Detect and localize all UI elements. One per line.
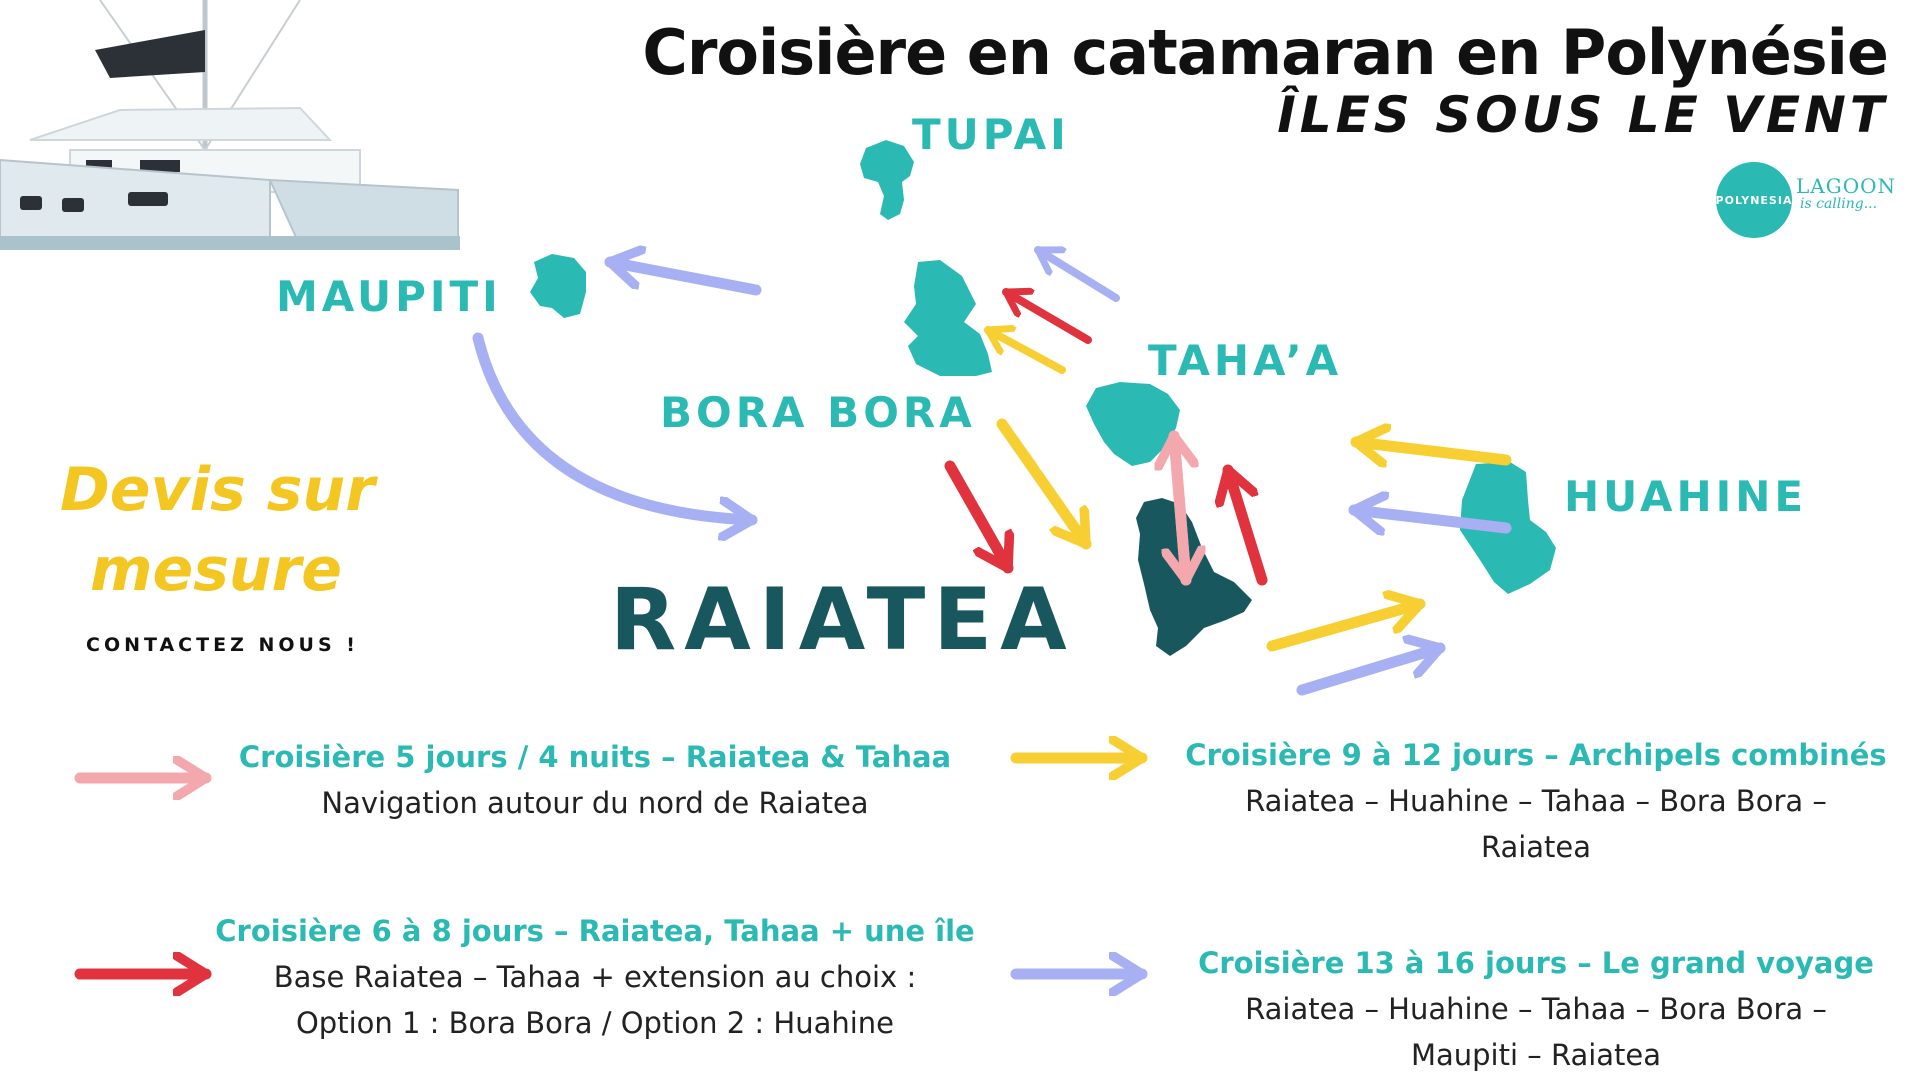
cruise-card-6-8-days: Croisière 6 à 8 jours – Raiatea, Tahaa +…: [200, 908, 990, 1046]
logo-circle-text: POLYNESIA: [1715, 193, 1793, 207]
arrow-tahaa-bora-yellow: [984, 330, 1066, 374]
arrow-raiatea-huahine-yellow: [1266, 604, 1426, 652]
label-maupiti: MAUPITI: [276, 272, 502, 321]
lagoon-logo[interactable]: POLYNESIA LAGOON is calling...: [1716, 162, 1896, 238]
quote-line-1: Devis sur: [60, 455, 375, 525]
arrow-raiatea-tahaa-pink: [1174, 430, 1186, 586]
cruise-desc-line: Base Raiatea – Tahaa + extension au choi…: [273, 960, 917, 994]
page-title: Croisière en catamaran en Polynésie: [642, 16, 1889, 89]
cruise-card-5-days: Croisière 5 jours / 4 nuits – Raiatea & …: [220, 734, 970, 826]
cruise-title: Croisière 5 jours / 4 nuits – Raiatea & …: [238, 740, 952, 774]
cruise-desc-line: Maupiti – Raiatea: [1410, 1038, 1662, 1072]
arrow-huahine-tahaa-yellow: [1350, 442, 1512, 460]
tupai-island-shape: [860, 140, 914, 220]
cruise-desc-line: Raiatea – Huahine – Tahaa – Bora Bora –: [1245, 784, 1827, 818]
cruise-desc-line: Raiatea – Huahine – Tahaa – Bora Bora –: [1245, 992, 1827, 1026]
cruise-desc-line: Navigation autour du nord de Raiatea: [321, 786, 869, 820]
arrow-bora-raiatea-red: [944, 460, 1008, 574]
label-tahaa: TAHA’A: [1148, 336, 1343, 385]
label-tupai: TUPAI: [912, 110, 1070, 159]
label-huahine: HUAHINE: [1564, 472, 1808, 521]
label-bora-bora: BORA BORA: [660, 388, 976, 437]
cruise-title: Croisière 13 à 16 jours – Le grand voyag…: [1198, 946, 1874, 980]
cruise-title: Croisière 6 à 8 jours – Raiatea, Tahaa +…: [215, 914, 975, 948]
contact-link[interactable]: CONTACTEZ NOUS !: [86, 634, 359, 656]
arrow-bora-raiatea-yellow: [996, 418, 1092, 550]
arrow-raiatea-tahaa-red: [1228, 464, 1268, 586]
route-arrows: [472, 246, 1512, 696]
page-subtitle: ÎLES SOUS LE VENT: [1277, 86, 1888, 144]
arrow-tahaa-bora-lavender: [1034, 246, 1120, 302]
arrow-huahine-tahaa-lavender: [1348, 510, 1512, 528]
tahaa-island-shape: [1086, 382, 1180, 466]
catamaran-image: [0, 0, 460, 250]
label-raiatea: RAIATEA: [610, 570, 1075, 670]
cruise-card-9-12-days: Croisière 9 à 12 jours – Archipels combi…: [1156, 732, 1916, 870]
logo-circle: [1716, 162, 1792, 238]
quote-line-2: mesure: [90, 535, 342, 605]
cruise-desc-line: Option 1 : Bora Bora / Option 2 : Huahin…: [295, 1006, 895, 1040]
cruise-title: Croisière 9 à 12 jours – Archipels combi…: [1185, 738, 1887, 772]
cruise-desc-line: Raiatea: [1480, 830, 1592, 864]
arrow-raiatea-huahine-lavender: [1296, 648, 1446, 696]
cruise-card-13-16-days: Croisière 13 à 16 jours – Le grand voyag…: [1166, 940, 1906, 1078]
logo-tagline: is calling...: [1800, 196, 1878, 212]
raiatea-island-shape: [1136, 498, 1252, 656]
bora-bora-island-shape: [904, 260, 992, 376]
arrow-bora-maupiti: [604, 262, 762, 296]
logo-name: LAGOON: [1796, 174, 1896, 198]
maupiti-island-shape: [530, 254, 586, 318]
arrow-tahaa-bora-red: [1002, 292, 1092, 344]
arrow-maupiti-raiatea: [472, 332, 758, 520]
